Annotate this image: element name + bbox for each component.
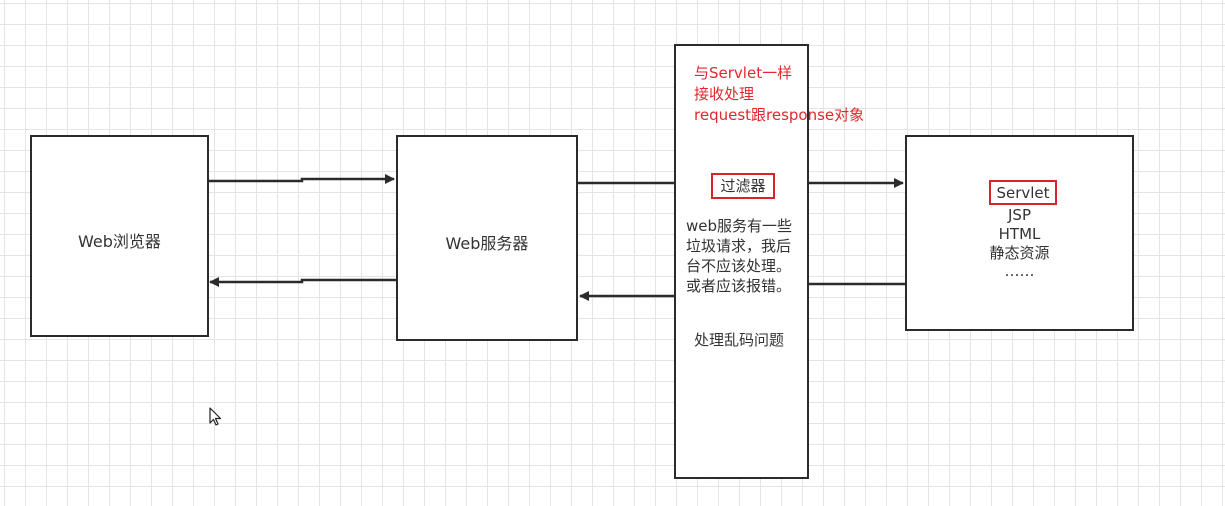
filter-extra: 处理乱码问题 bbox=[694, 331, 785, 349]
browser-label: Web浏览器 bbox=[78, 232, 161, 251]
server-box: Web服务器 bbox=[396, 135, 578, 341]
filter-note-line-1: 与Servlet一样 bbox=[694, 64, 793, 82]
resources-box bbox=[905, 135, 1134, 331]
filter-note-line-2: 接收处理 bbox=[694, 85, 755, 103]
arrow-browser-to-server bbox=[209, 174, 395, 184]
resource-item-more: …… bbox=[1004, 262, 1035, 280]
filter-desc-line-4: 或者应该报错。 bbox=[686, 277, 792, 295]
resource-item-jsp: JSP bbox=[1008, 206, 1031, 224]
server-label: Web服务器 bbox=[445, 234, 529, 253]
arrow-server-to-browser bbox=[209, 277, 396, 287]
filter-desc-line-3: 台不应该处理。 bbox=[686, 257, 792, 275]
browser-box: Web浏览器 bbox=[30, 135, 209, 337]
resource-item-servlet: Servlet bbox=[989, 180, 1057, 205]
filter-desc-line-2: 垃圾请求，我后 bbox=[686, 237, 792, 255]
filter-box bbox=[674, 44, 809, 479]
filter-desc-line-1: web服务有一些 bbox=[686, 217, 793, 235]
filter-label: 过滤器 bbox=[711, 173, 775, 199]
resource-item-static: 静态资源 bbox=[989, 244, 1050, 262]
mouse-cursor-icon bbox=[209, 407, 222, 426]
resource-item-html: HTML bbox=[998, 225, 1041, 243]
filter-note-line-3: request跟response对象 bbox=[694, 106, 865, 124]
